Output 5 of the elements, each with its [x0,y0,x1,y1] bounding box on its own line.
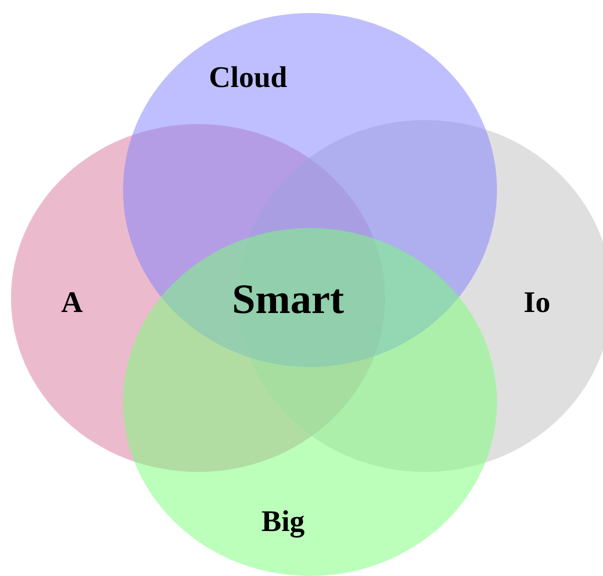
set-label: A [61,288,83,318]
set-label: Io [524,288,550,318]
set-label: Big [261,507,305,537]
set-label: Cloud [208,63,288,93]
intersection-label: Smart [232,279,344,321]
